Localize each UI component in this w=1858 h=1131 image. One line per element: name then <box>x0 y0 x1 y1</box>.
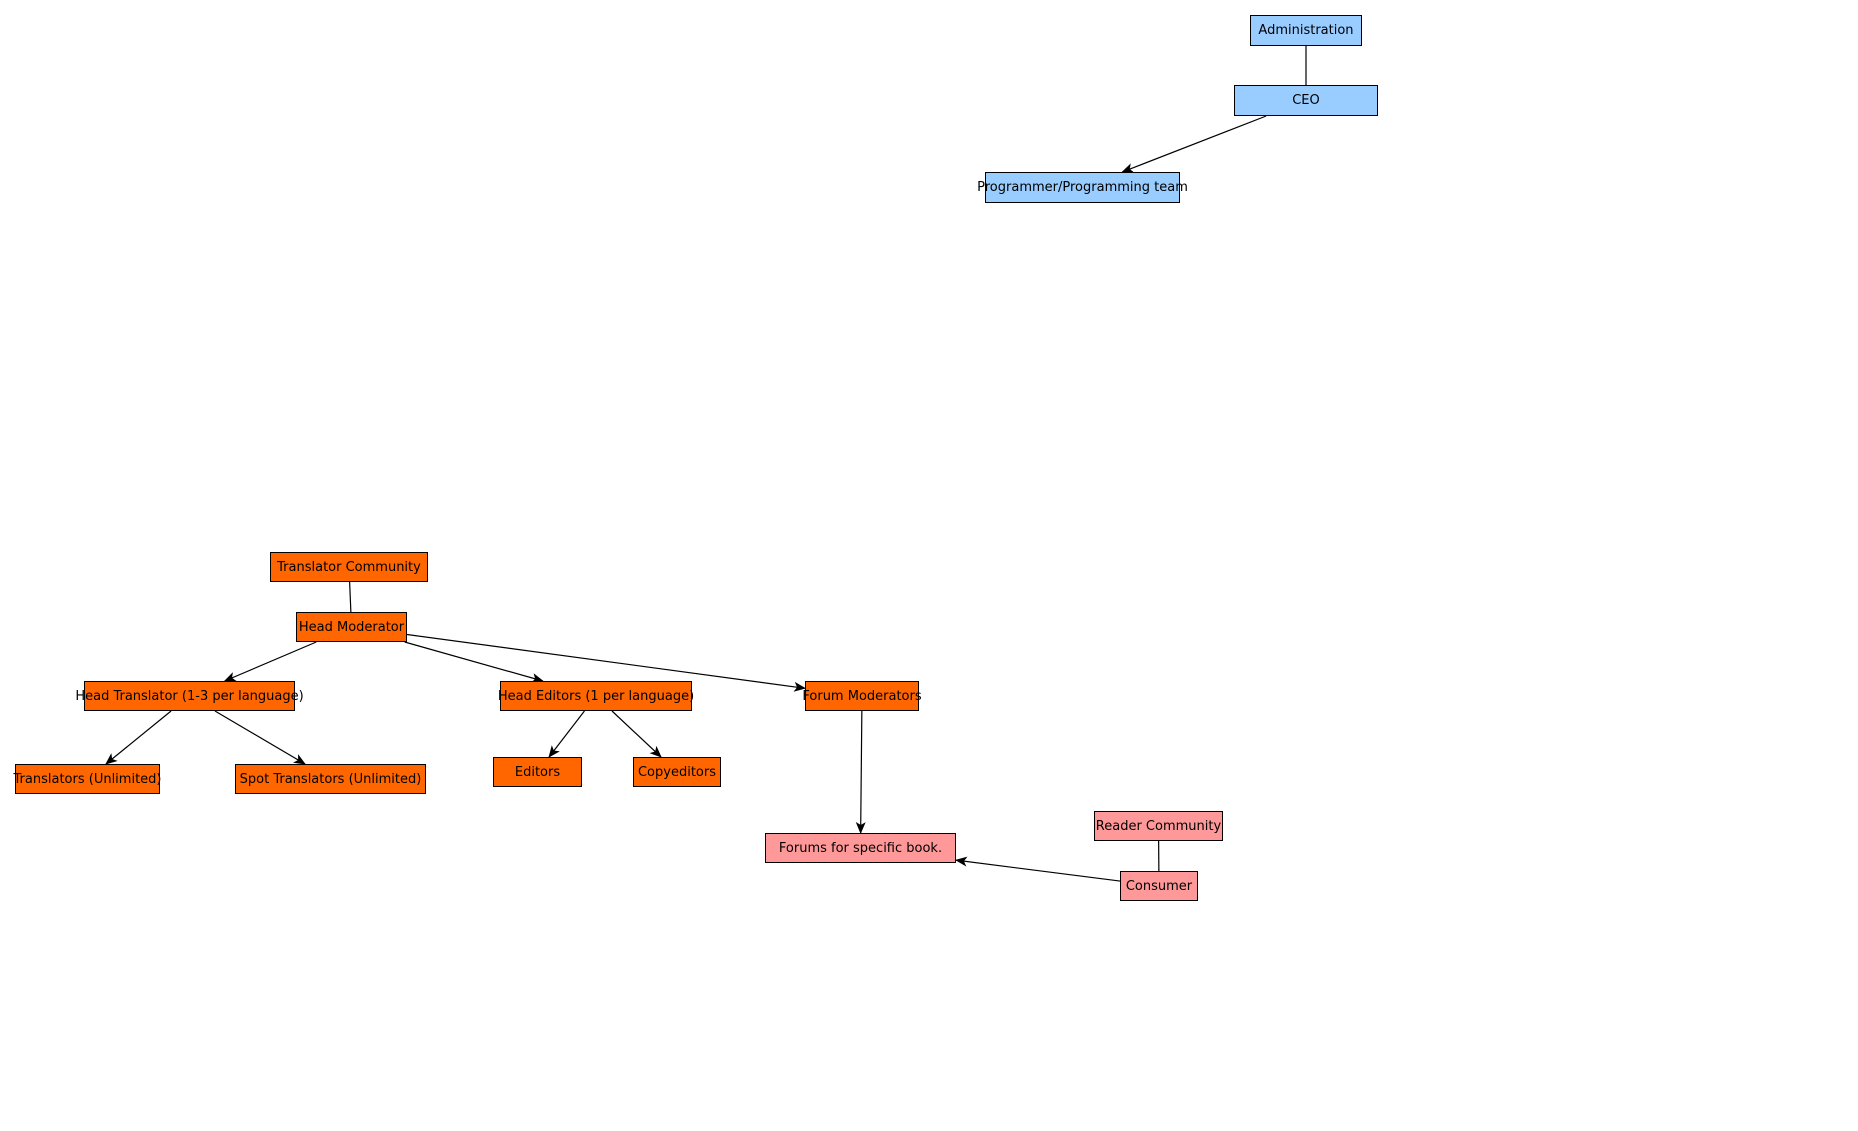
node-translators[interactable]: Translators (Unlimited) <box>14 764 162 794</box>
connector-head_translator-to-translators <box>105 710 172 765</box>
node-copyeditors[interactable]: Copyeditors <box>633 757 721 787</box>
node-translator-community[interactable]: Translator Community <box>270 552 428 582</box>
node-forum-moderators[interactable]: Forum Moderators <box>802 681 922 711</box>
node-ceo[interactable]: CEO <box>1234 85 1378 116</box>
node-programmer[interactable]: Programmer/Programming team <box>977 172 1188 203</box>
connector-head_translator-to-spot_translators <box>214 710 306 765</box>
connector-forum_moderators-to-forums <box>855 710 866 834</box>
node-head-translator[interactable]: Head Translator (1-3 per language) <box>75 681 304 711</box>
node-editors[interactable]: Editors <box>493 757 582 787</box>
node-forums[interactable]: Forums for specific book. <box>765 833 956 863</box>
connector-head_editors-to-copyeditors <box>611 710 662 758</box>
connector-translator_community-to-head_moderator <box>349 581 352 613</box>
node-head-editors[interactable]: Head Editors (1 per language) <box>498 681 694 711</box>
node-reader-community[interactable]: Reader Community <box>1094 811 1223 841</box>
connector-head_moderator-to-head_translator <box>223 641 317 682</box>
connector-head_moderator-to-head_editors <box>404 641 544 683</box>
node-head-moderator[interactable]: Head Moderator <box>296 612 407 642</box>
node-spot-translators[interactable]: Spot Translators (Unlimited) <box>235 764 426 794</box>
connector-head_editors-to-editors <box>548 710 585 758</box>
node-administration[interactable]: Administration <box>1250 15 1362 46</box>
node-consumer[interactable]: Consumer <box>1120 871 1198 901</box>
connector-ceo-to-programmer <box>1121 115 1267 173</box>
connector-head_moderator-to-forum_moderators <box>406 633 806 692</box>
connector-consumer-to-forums <box>955 856 1121 882</box>
